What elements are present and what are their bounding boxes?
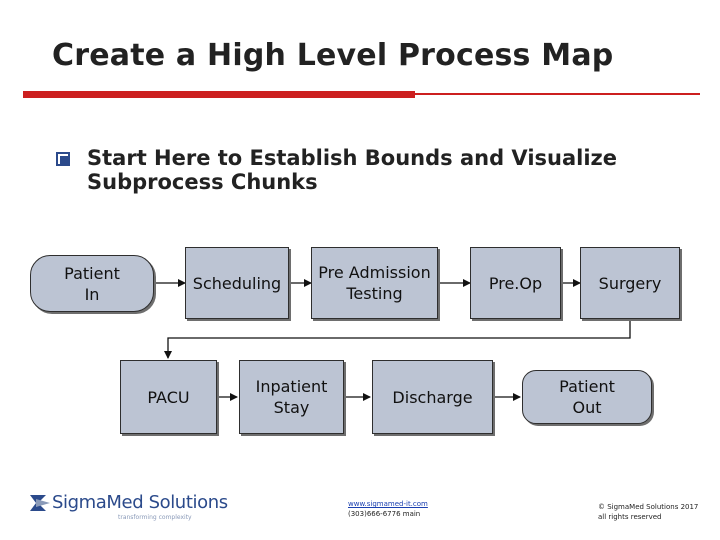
bullet-text: Start Here to Establish Bounds and Visua… [87, 146, 617, 194]
node-pre-op: Pre.Op [470, 247, 561, 319]
node-pacu: PACU [120, 360, 217, 434]
checkbox-bullet-icon [56, 152, 70, 166]
node-discharge: Discharge [372, 360, 493, 434]
node-scheduling: Scheduling [185, 247, 289, 319]
node-patient-in: Patient In [30, 255, 154, 312]
copyright-line: © SigmaMed Solutions 2017 [598, 503, 699, 511]
arrow-surgery-to-pacu [164, 319, 631, 359]
slide-title: Create a High Level Process Map [52, 38, 614, 73]
sigmamed-logo-icon [30, 495, 50, 511]
company-tagline: transforming complexity [118, 514, 192, 521]
rights-line: all rights reserved [598, 513, 662, 521]
node-surgery: Surgery [580, 247, 680, 319]
company-name: SigmaMed Solutions [52, 492, 228, 513]
node-inpatient-stay: Inpatient Stay [239, 360, 344, 434]
node-patient-out: Patient Out [522, 370, 652, 424]
title-underline-thick [23, 91, 415, 98]
website-link[interactable]: www.sigmamed-it.com [348, 500, 428, 508]
phone-number: (303)666-6776 main [348, 510, 421, 518]
node-pre-admission-testing: Pre Admission Testing [311, 247, 438, 319]
title-underline-thin [415, 93, 700, 95]
